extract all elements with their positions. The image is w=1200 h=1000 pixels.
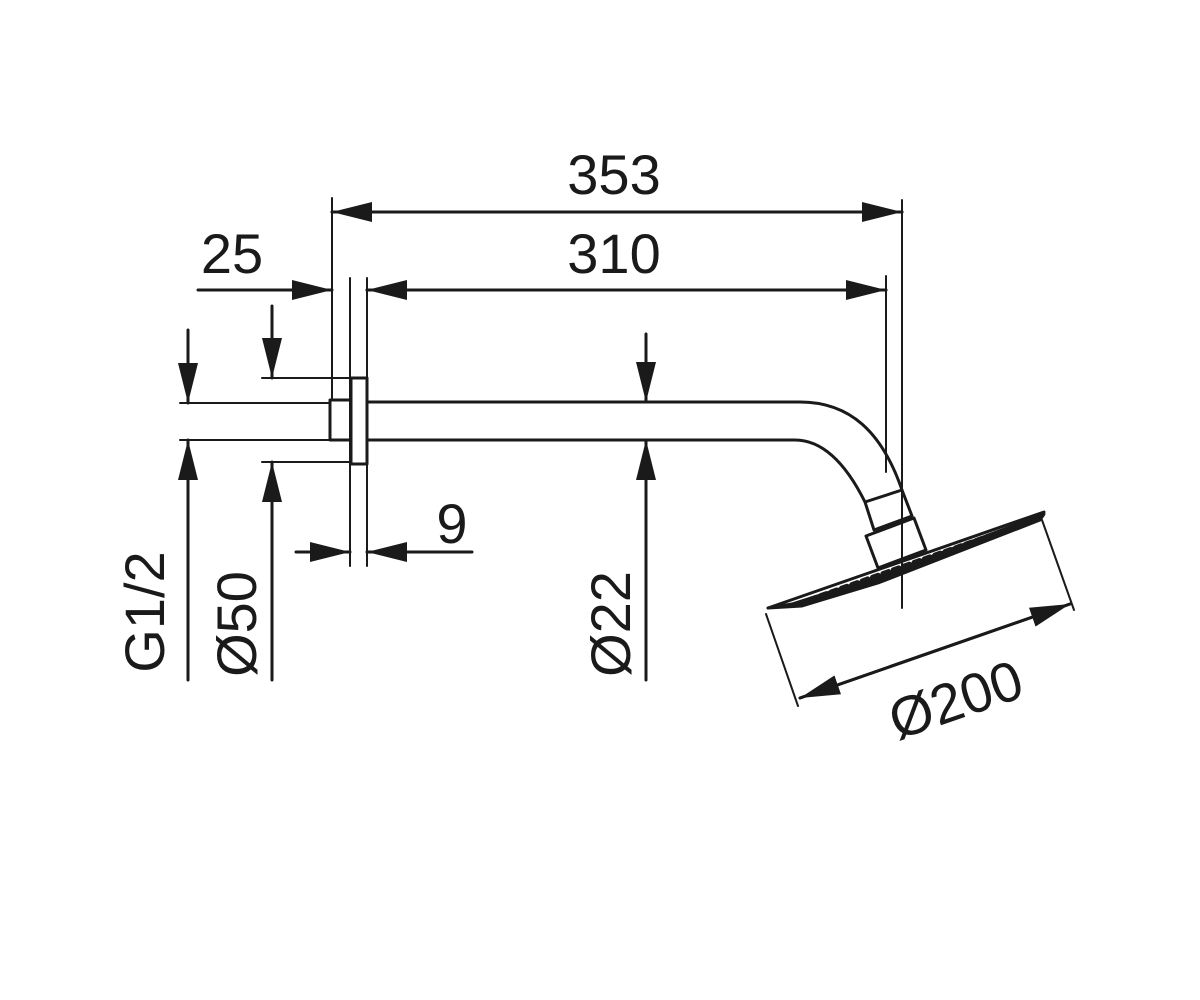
label-overall-length: 353 [567,143,660,206]
pipe-top-edge [365,400,904,492]
swivel-joint [863,488,914,532]
threaded-connector [328,398,353,442]
label-flange-thickness: 9 [436,492,467,555]
pipe-bottom-edge [365,438,867,504]
dimension-lines [178,202,1072,700]
label-flange-diameter: Ø50 [205,571,268,677]
ball-nut [864,516,928,570]
label-thread: G1/2 [113,551,176,672]
shower-head-nozzles [797,529,1003,606]
label-flange-offset: 25 [201,222,263,285]
label-pipe-diameter: Ø22 [579,571,642,677]
wall-flange [349,376,369,466]
shower-head-top [766,510,1046,610]
label-arm-length: 310 [567,222,660,285]
